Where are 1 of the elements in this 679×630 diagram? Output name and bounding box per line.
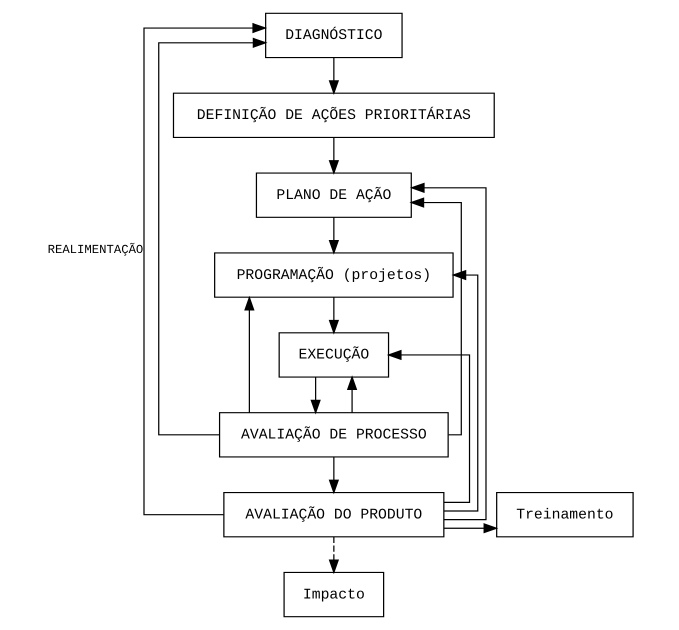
edge-label: REALIMENTAÇÃO [47,242,143,257]
